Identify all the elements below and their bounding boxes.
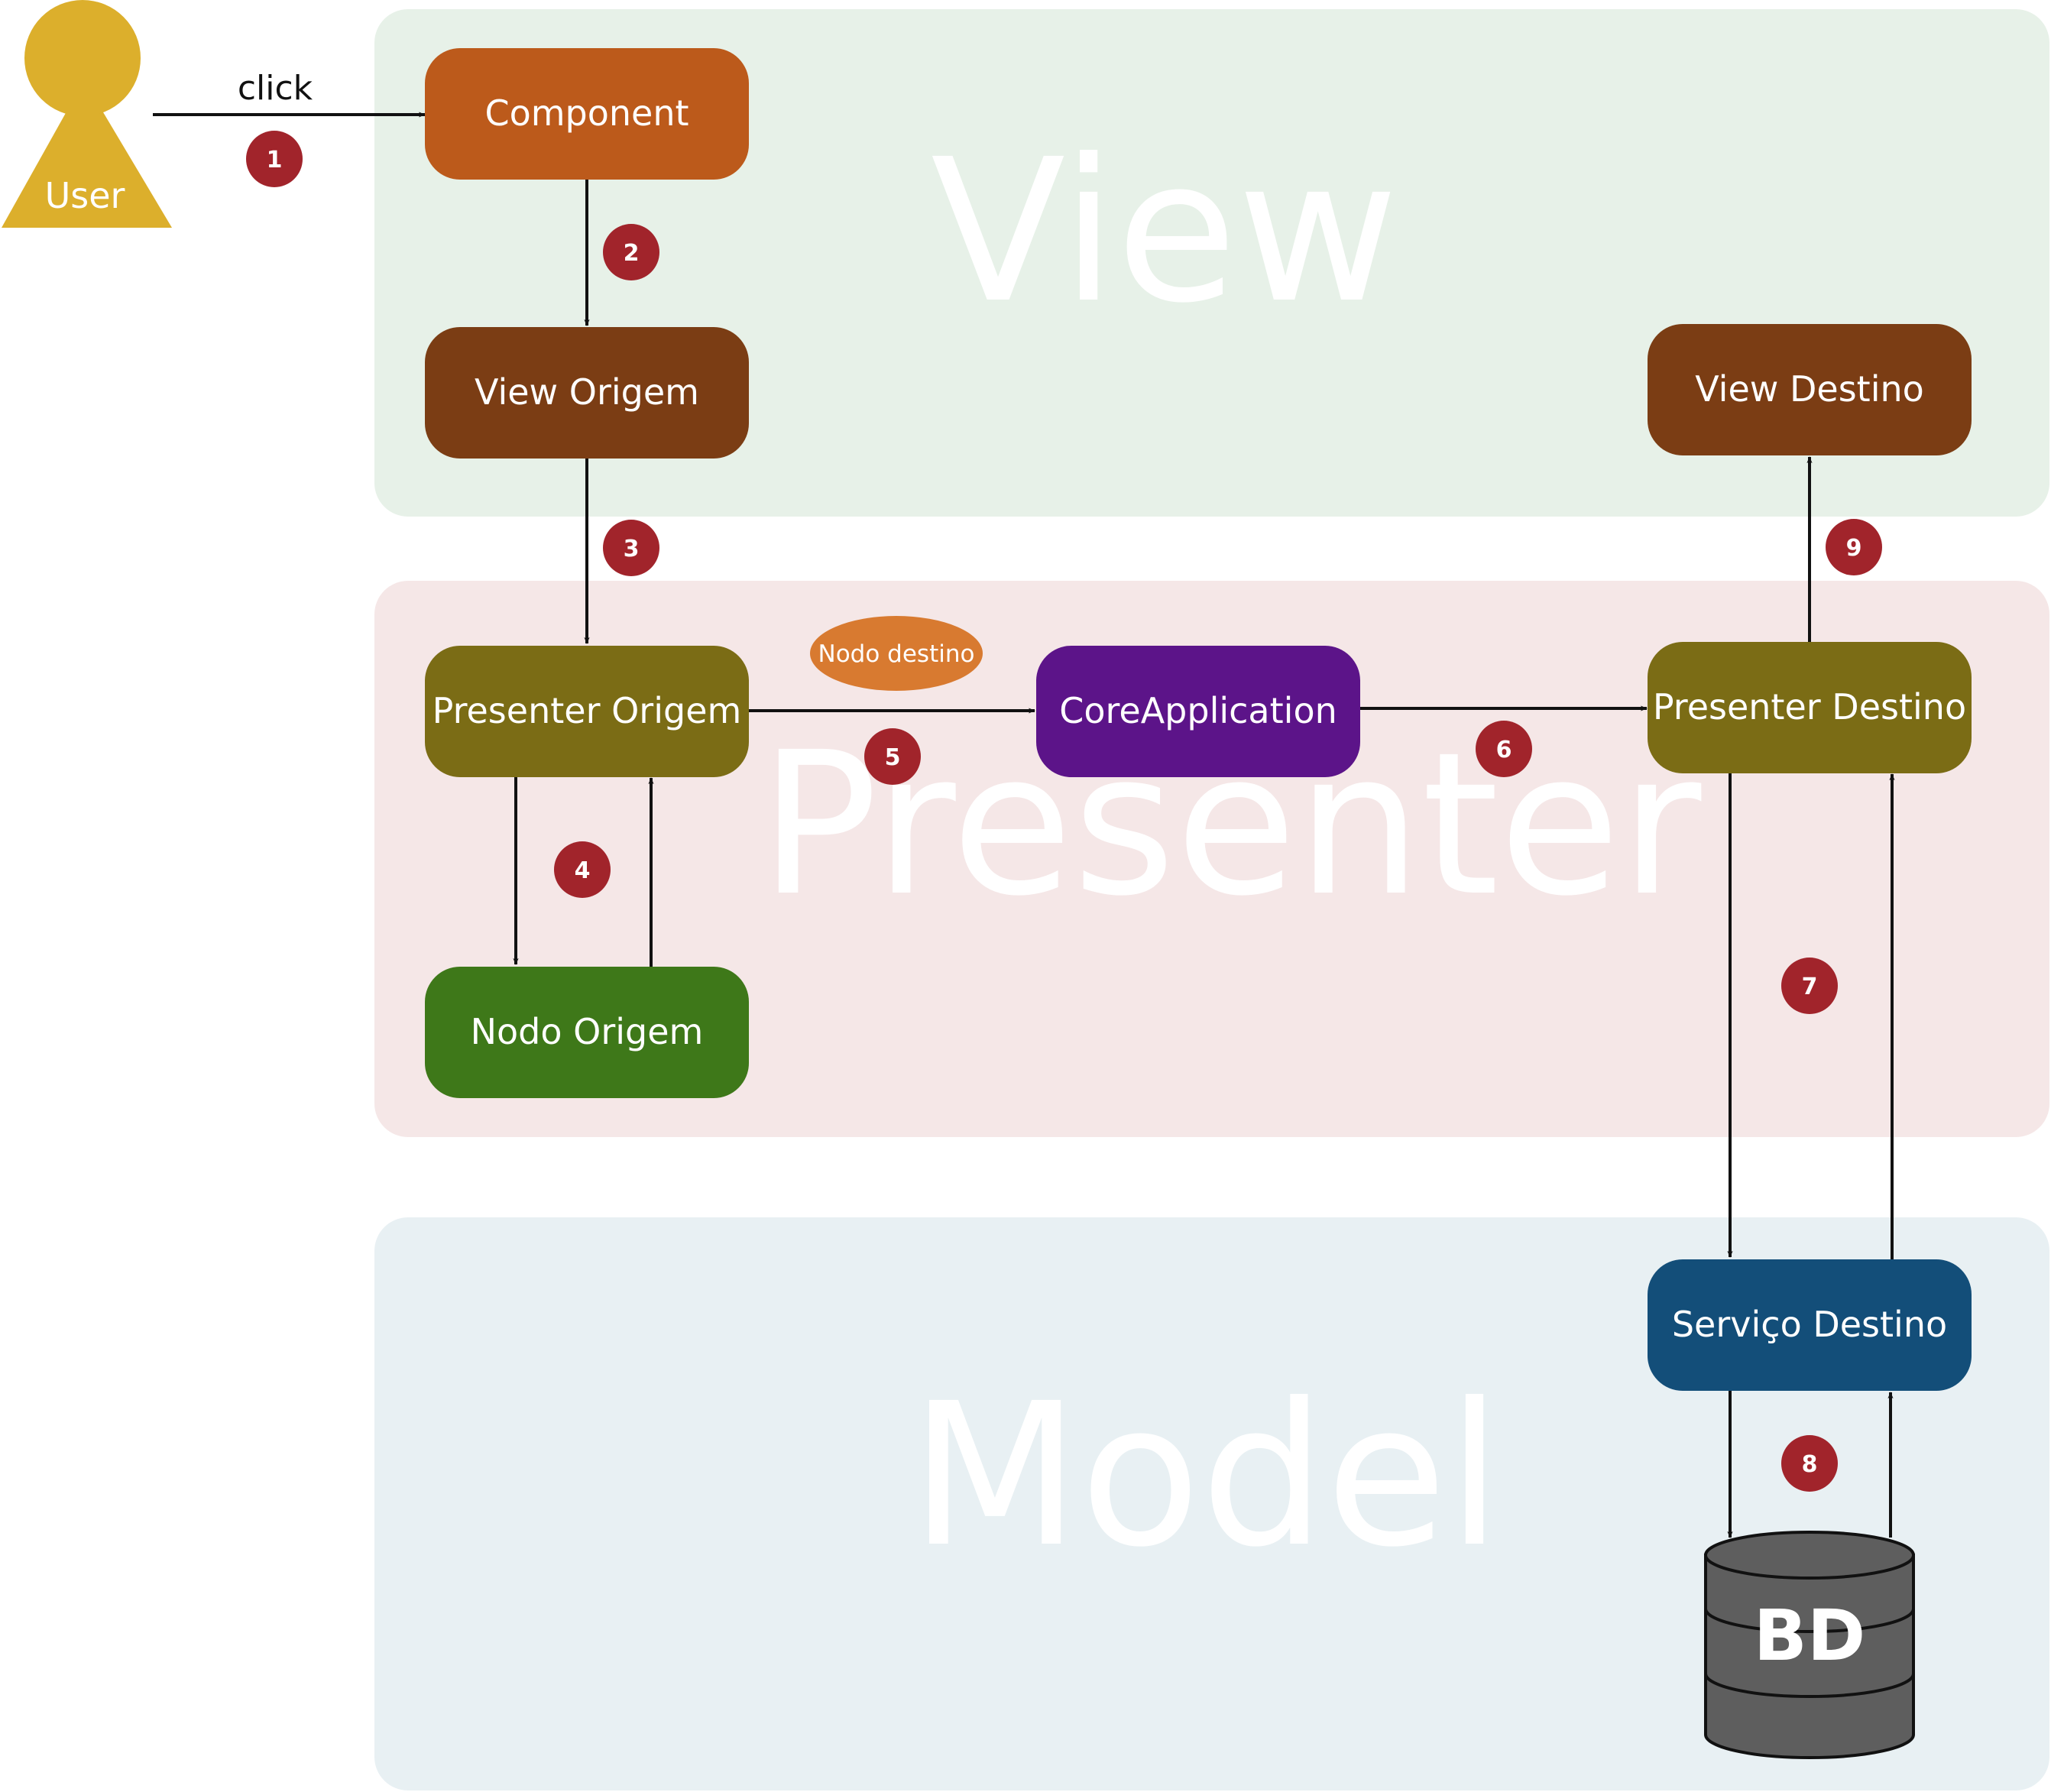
lane-model-title: Model: [910, 1361, 1502, 1590]
payload-nodo-destino: Nodo destino: [810, 616, 983, 691]
lane-presenter: [374, 581, 2049, 1137]
step-badge-9-label: 9: [1846, 535, 1862, 562]
node-servico-destino: Serviço Destino: [1648, 1259, 1972, 1391]
step-badge-3-label: 3: [624, 536, 640, 562]
user-actor-head: [24, 0, 141, 116]
node-presenter-destino: Presenter Destino: [1648, 642, 1972, 773]
node-view-origem-label: View Origem: [475, 371, 699, 413]
node-view-destino: View Destino: [1648, 324, 1972, 455]
node-component: Component: [425, 48, 749, 180]
node-nodo-origem-label: Nodo Origem: [471, 1011, 704, 1052]
step-badge-5-label: 5: [885, 744, 901, 771]
node-bd: BD: [1704, 1531, 1915, 1759]
step-badge-3: 3: [603, 520, 659, 576]
step-badge-8-label: 8: [1802, 1451, 1818, 1478]
node-core-application: CoreApplication: [1036, 646, 1360, 777]
step-badge-6-label: 6: [1496, 737, 1512, 763]
node-presenter-origem: Presenter Origem: [425, 646, 749, 777]
step-badge-2-label: 2: [624, 240, 640, 267]
step-badge-2: 2: [603, 224, 659, 280]
lane-view: [374, 9, 2049, 517]
node-presenter-destino-label: Presenter Destino: [1653, 686, 1966, 727]
step-badge-1-label: 1: [267, 147, 283, 173]
node-view-origem: View Origem: [425, 327, 749, 459]
payload-nodo-destino-label: Nodo destino: [818, 640, 975, 668]
step-badge-1: 1: [246, 131, 303, 187]
node-servico-destino-label: Serviço Destino: [1672, 1304, 1947, 1345]
node-bd-label: BD: [1754, 1595, 1866, 1677]
node-view-destino-label: View Destino: [1695, 368, 1924, 410]
step-badge-8: 8: [1781, 1435, 1838, 1492]
user-actor-label: User: [45, 175, 125, 216]
step-badge-5: 5: [864, 728, 921, 785]
step-badge-7: 7: [1781, 958, 1838, 1014]
step-badge-4: 4: [554, 841, 611, 898]
step-badge-9: 9: [1826, 519, 1882, 575]
step-badge-6: 6: [1476, 721, 1532, 777]
step-badge-4-label: 4: [575, 857, 591, 884]
lane-model: [374, 1217, 2049, 1790]
user-actor-body: [2, 80, 172, 228]
node-component-label: Component: [484, 92, 689, 134]
node-core-application-label: CoreApplication: [1059, 690, 1337, 731]
lane-view-title: View: [931, 117, 1398, 346]
user-actor: User: [2, 0, 172, 228]
step-badge-7-label: 7: [1802, 974, 1818, 1000]
node-nodo-origem: Nodo Origem: [425, 967, 749, 1098]
edge-click-label: click: [238, 69, 313, 108]
node-presenter-origem-label: Presenter Origem: [433, 690, 742, 731]
